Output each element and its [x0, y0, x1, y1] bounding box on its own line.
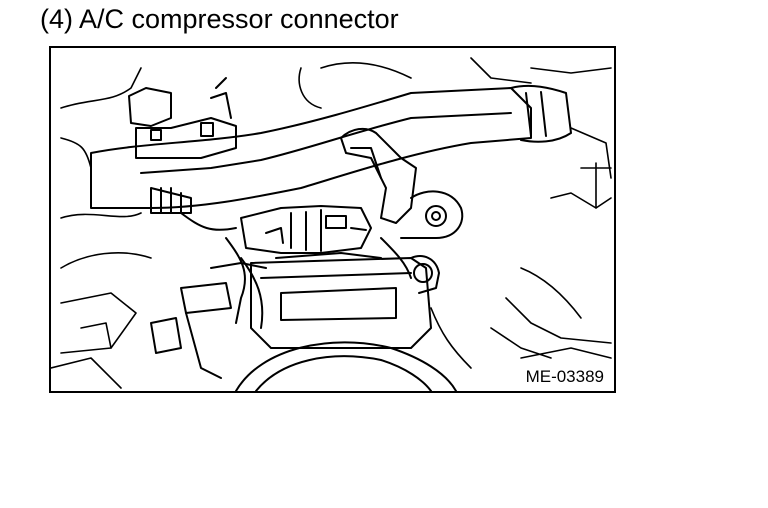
refrigerant-hose — [90, 84, 572, 214]
engine-background — [51, 57, 612, 389]
compressor-connector-illustration — [51, 57, 612, 391]
hose-clip — [340, 127, 417, 224]
illustration-frame: ME-03389 — [49, 46, 616, 393]
compressor-housing — [150, 255, 440, 379]
figure-id-label: ME-03389 — [523, 367, 606, 387]
compressor-pulley — [235, 341, 457, 391]
wire-harness — [180, 212, 412, 329]
mounting-tab — [400, 190, 464, 239]
ac-compressor-connector — [240, 205, 372, 254]
step-caption: (4) A/C compressor connector — [40, 4, 399, 34]
